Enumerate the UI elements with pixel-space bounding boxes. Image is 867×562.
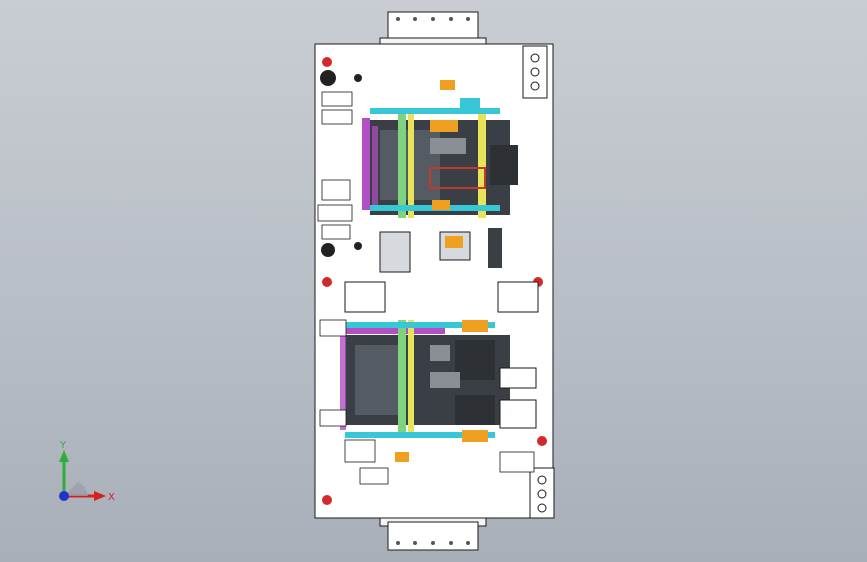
y-axis-label: Y [59, 440, 67, 451]
lower-station [340, 320, 537, 462]
connector-block-top [522, 45, 548, 99]
connector-block-bottom [529, 467, 555, 519]
upper-station [362, 80, 518, 218]
mid-section [344, 228, 539, 313]
small-fixtures [317, 91, 535, 485]
coordinate-triad: Y X [59, 440, 115, 503]
x-axis-label: X [108, 492, 115, 503]
dark-dots [320, 70, 362, 257]
z-axis-dot [59, 491, 69, 501]
